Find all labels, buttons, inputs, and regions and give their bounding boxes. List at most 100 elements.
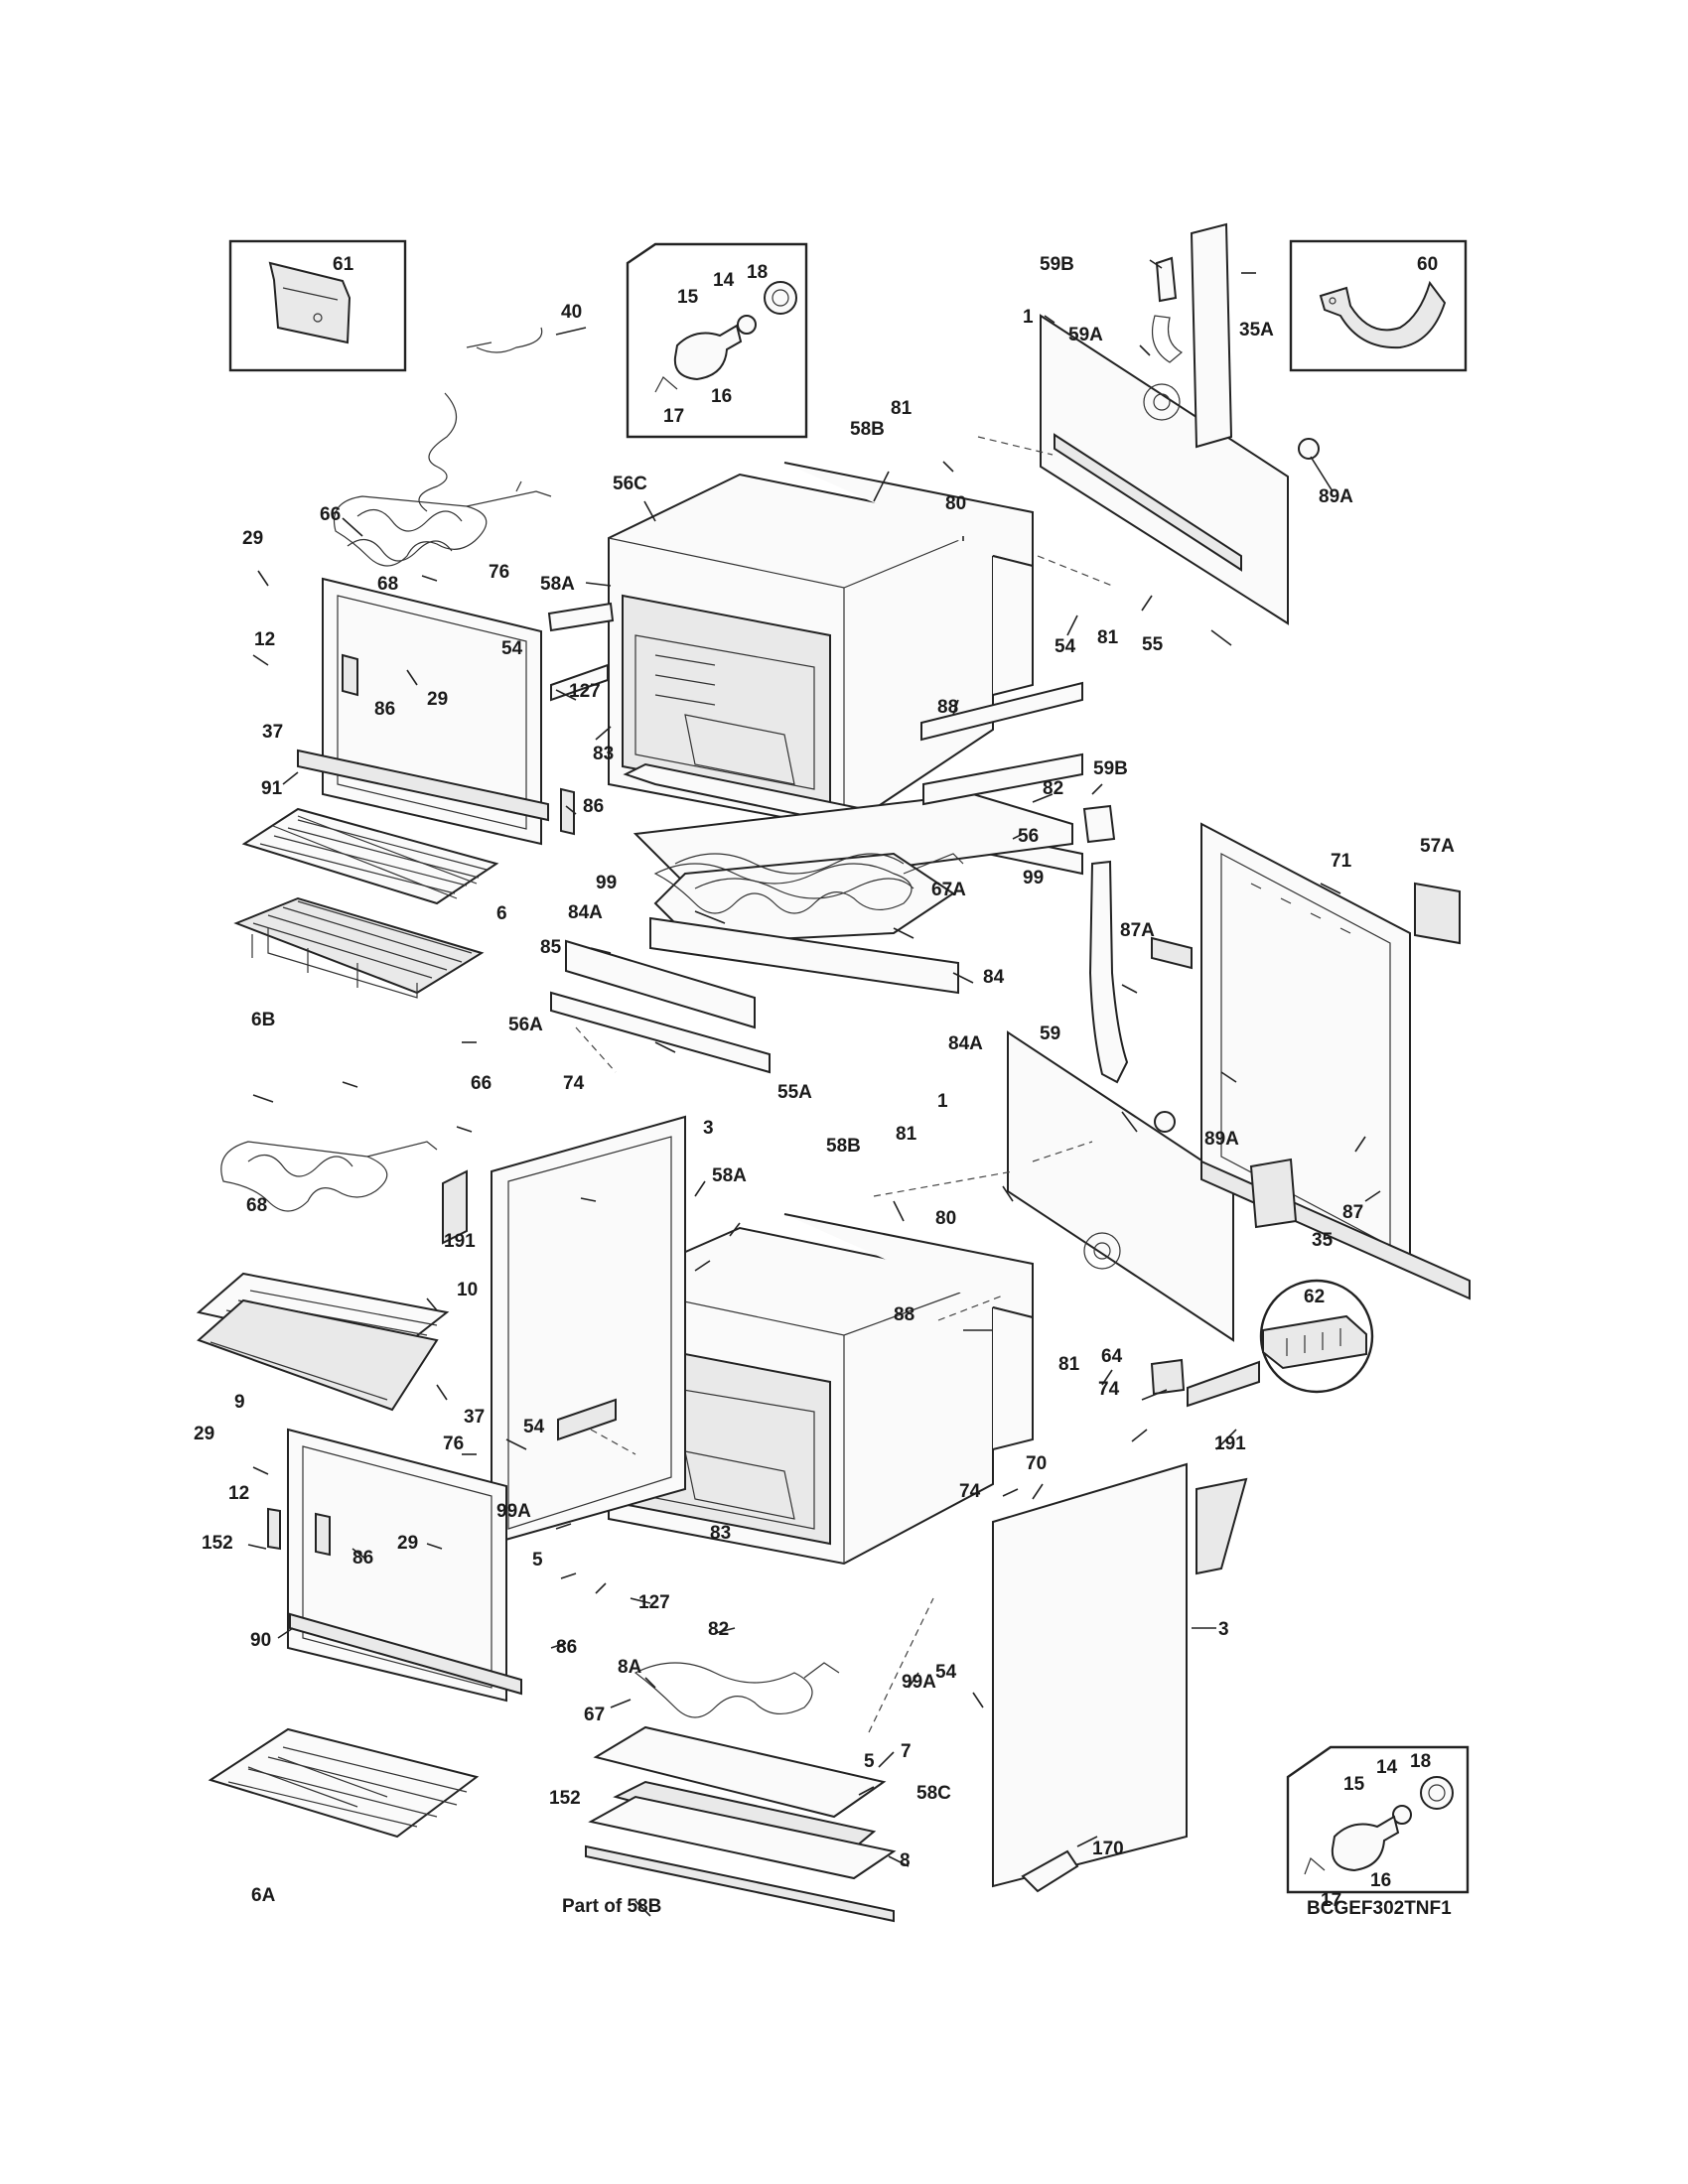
broiler-pan xyxy=(196,1272,450,1412)
callout-99: 99 xyxy=(596,873,617,893)
callout-37b: 37 xyxy=(464,1407,485,1428)
power-cord-40 xyxy=(418,327,543,512)
callout-70: 70 xyxy=(1026,1453,1047,1474)
inset-box-lamp-top xyxy=(626,242,808,439)
callout-99b: 99 xyxy=(1023,868,1044,888)
gas-tube-59 xyxy=(1082,804,1129,1084)
callout-86b: 86 xyxy=(583,796,604,817)
bracket-170 xyxy=(1021,1849,1079,1893)
callout-54b: 54 xyxy=(1055,636,1076,657)
callout-35: 35 xyxy=(1312,1230,1334,1251)
callout-82b: 82 xyxy=(708,1619,729,1640)
callout-59A: 59A xyxy=(1068,325,1103,345)
callout-54d: 54 xyxy=(935,1662,957,1683)
callout-29c: 29 xyxy=(194,1424,214,1444)
upper-lower-frame xyxy=(550,752,1083,1074)
lower-oven-rack xyxy=(208,1727,480,1839)
callout-90: 90 xyxy=(250,1630,271,1651)
callout-56A: 56A xyxy=(508,1015,543,1035)
callout-9: 9 xyxy=(234,1392,245,1413)
callout-86c: 86 xyxy=(352,1548,373,1569)
lower-broil-element xyxy=(220,1141,438,1212)
callout-3b: 3 xyxy=(1218,1619,1229,1640)
lower-door-frame xyxy=(267,1428,522,1703)
callout-15: 15 xyxy=(677,287,699,308)
callout-55: 55 xyxy=(1142,634,1164,655)
callout-83: 83 xyxy=(593,744,614,764)
callout-83b: 83 xyxy=(710,1523,731,1544)
callout-68b: 68 xyxy=(246,1195,267,1216)
bake-element-upper xyxy=(653,853,964,914)
callout-81: 81 xyxy=(891,398,913,419)
callout-87A: 87A xyxy=(1120,920,1155,941)
callout-12b: 12 xyxy=(228,1483,249,1504)
callout-17b: 17 xyxy=(1321,1890,1341,1911)
callout-40: 40 xyxy=(561,302,582,323)
callout-67: 67 xyxy=(584,1705,605,1725)
callout-labels: 40 18 14 15 16 17 59B 35A 60 59A 1 89A 6… xyxy=(194,254,1455,1911)
callout-87: 87 xyxy=(1342,1202,1363,1223)
callout-18: 18 xyxy=(747,262,768,283)
callout-68: 68 xyxy=(377,574,398,595)
callout-84A-b: 84A xyxy=(948,1033,983,1054)
upper-oven-cavity xyxy=(608,462,1034,831)
inset-box-61: 61 xyxy=(228,239,407,372)
callout-81b: 81 xyxy=(1097,627,1119,648)
callout-58B: 58B xyxy=(850,419,885,440)
callout-66b: 66 xyxy=(471,1073,492,1094)
callout-58A: 58A xyxy=(540,574,575,595)
callout-88b: 88 xyxy=(894,1304,914,1325)
callout-81d: 81 xyxy=(1058,1354,1080,1375)
callout-8: 8 xyxy=(900,1850,911,1871)
callout-57A: 57A xyxy=(1420,836,1455,857)
callout-82: 82 xyxy=(1043,778,1063,799)
upper-door-frame xyxy=(297,577,575,846)
callout-6A: 6A xyxy=(251,1885,276,1906)
callout-99A-b: 99A xyxy=(902,1672,936,1693)
callout-91: 91 xyxy=(261,778,283,799)
callout-7: 7 xyxy=(901,1741,912,1762)
inset-box-lamp-bottom xyxy=(1286,1745,1470,1894)
callout-8A: 8A xyxy=(618,1657,642,1678)
callout-81c: 81 xyxy=(896,1124,917,1145)
callout-74b: 74 xyxy=(1098,1379,1120,1400)
callout-6: 6 xyxy=(496,903,507,924)
assembly-guides xyxy=(575,436,1113,1733)
callout-16b: 16 xyxy=(1370,1870,1391,1891)
callout-85: 85 xyxy=(540,937,562,958)
callout-59: 59 xyxy=(1040,1024,1060,1044)
callout-191b: 191 xyxy=(1214,1433,1246,1454)
callout-58C: 58C xyxy=(916,1783,951,1804)
callout-80b: 80 xyxy=(935,1208,956,1229)
callout-18b: 18 xyxy=(1410,1751,1431,1772)
callout-88: 88 xyxy=(937,697,958,718)
callout-71: 71 xyxy=(1331,851,1352,872)
callout-66: 66 xyxy=(320,504,341,525)
callout-152: 152 xyxy=(202,1533,233,1554)
callout-1b: 1 xyxy=(937,1091,948,1112)
callout-76b: 76 xyxy=(443,1433,464,1454)
oven-racks-upper xyxy=(233,807,499,999)
callout-89A-b: 89A xyxy=(1204,1129,1239,1150)
callout-14: 14 xyxy=(713,270,735,291)
callout-58A-b: 58A xyxy=(712,1165,747,1186)
callout-17: 17 xyxy=(663,406,684,427)
callout-80: 80 xyxy=(945,493,966,514)
callout-54: 54 xyxy=(501,638,523,659)
callout-191: 191 xyxy=(444,1231,476,1252)
callout-84A: 84A xyxy=(568,902,603,923)
callout-12: 12 xyxy=(254,629,275,650)
callout-58B-b: 58B xyxy=(826,1136,861,1157)
callout-3: 3 xyxy=(703,1118,714,1139)
model-code: BCGEF302TNF1 xyxy=(1307,1898,1452,1919)
leader-lines xyxy=(247,259,1381,1917)
callout-29d: 29 xyxy=(397,1533,418,1554)
callout-61: 61 xyxy=(333,254,354,275)
callout-67A: 67A xyxy=(931,880,966,900)
callout-127: 127 xyxy=(569,681,601,702)
lower-side-panels xyxy=(442,1115,1248,1888)
callout-59B: 59B xyxy=(1040,254,1074,275)
callout-15b: 15 xyxy=(1343,1774,1365,1795)
callout-35A: 35A xyxy=(1239,320,1274,341)
callout-74c: 74 xyxy=(959,1481,981,1502)
